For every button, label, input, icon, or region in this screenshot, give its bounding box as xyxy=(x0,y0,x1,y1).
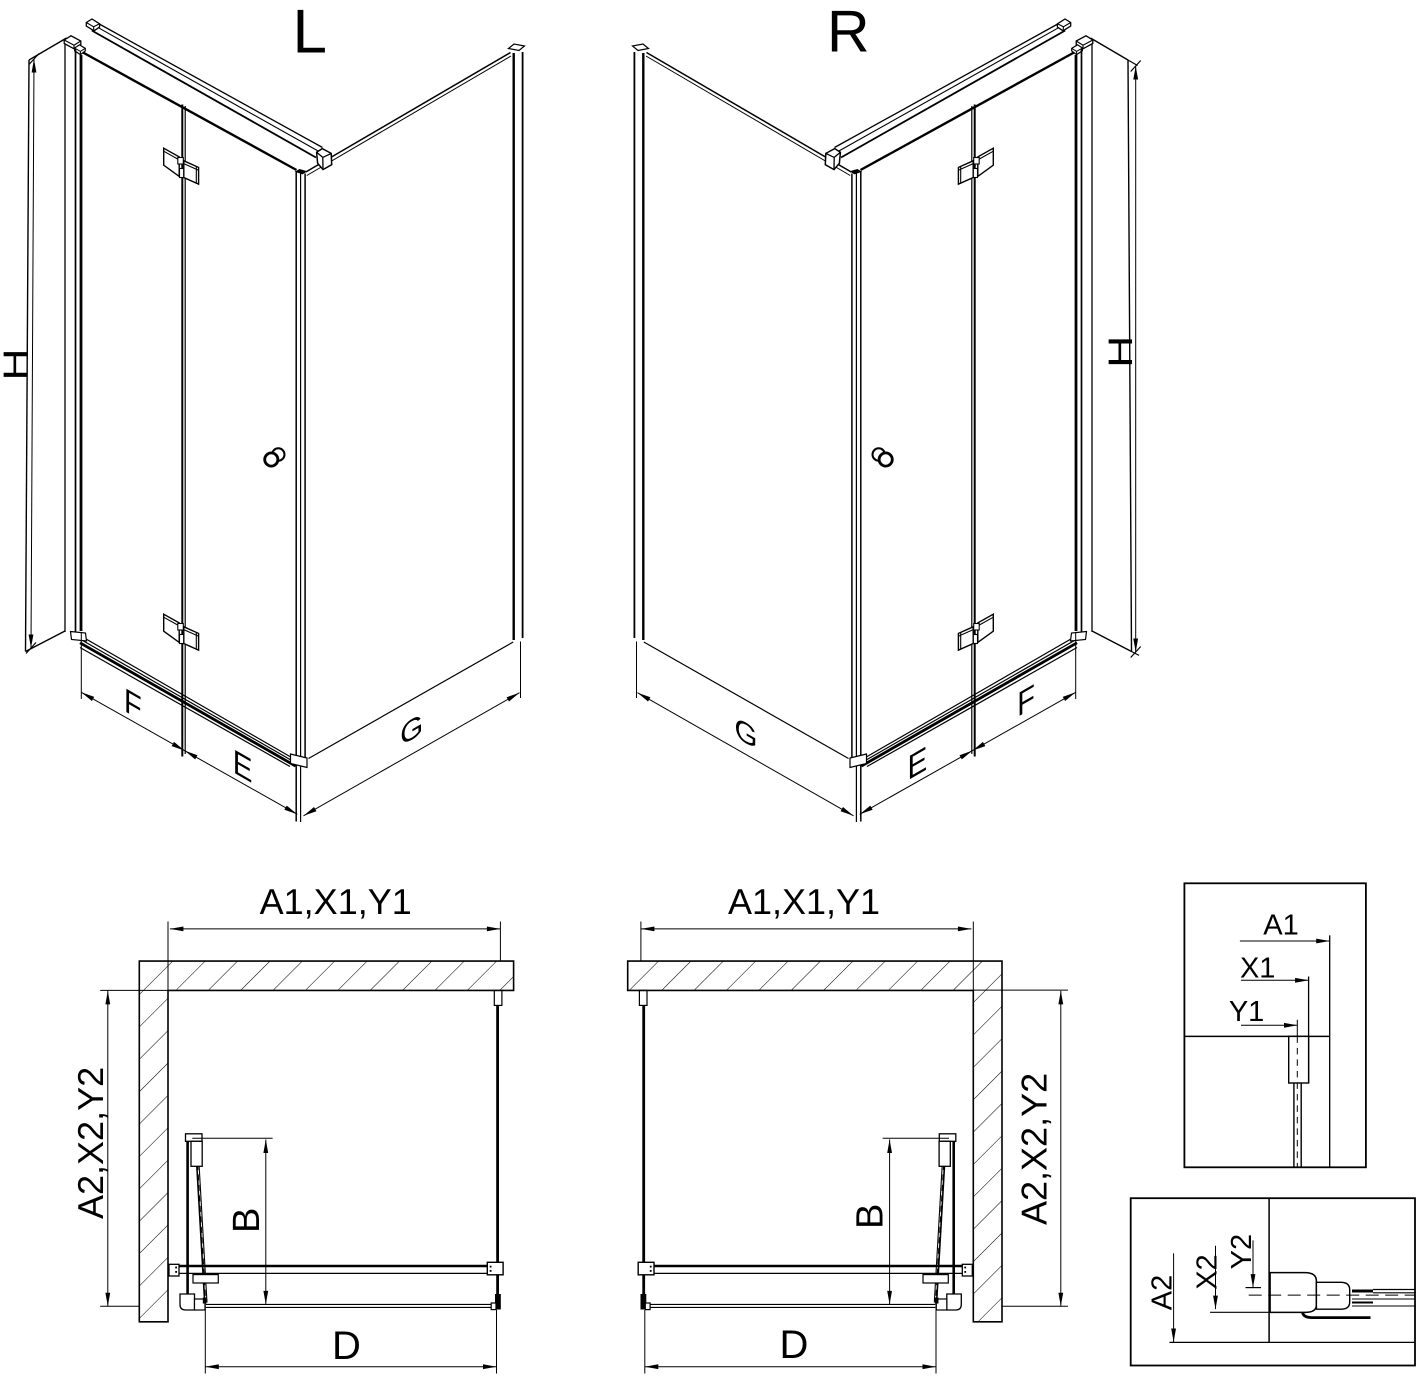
svg-text:D: D xyxy=(780,1323,809,1367)
svg-text:H: H xyxy=(1102,336,1140,368)
svg-text:E: E xyxy=(233,742,253,791)
svg-text:A2,X2,Y2: A2,X2,Y2 xyxy=(1014,1073,1055,1225)
svg-text:F: F xyxy=(124,681,142,729)
svg-text:A1,X1,Y1: A1,X1,Y1 xyxy=(728,881,880,922)
svg-text:D: D xyxy=(332,1324,361,1368)
svg-text:E: E xyxy=(908,739,928,788)
svg-text:Y1: Y1 xyxy=(1229,996,1264,1028)
svg-text:F: F xyxy=(1017,677,1035,725)
svg-text:A2,X2,Y2: A2,X2,Y2 xyxy=(70,1067,111,1219)
svg-text:H: H xyxy=(0,349,35,381)
svg-text:L: L xyxy=(293,0,327,67)
svg-text:B: B xyxy=(850,1204,892,1229)
svg-text:A1: A1 xyxy=(1263,909,1298,941)
svg-text:A2: A2 xyxy=(1147,1275,1179,1310)
svg-text:G: G xyxy=(735,711,758,757)
svg-text:A1,X1,Y1: A1,X1,Y1 xyxy=(260,881,412,922)
svg-text:X1: X1 xyxy=(1240,953,1275,985)
svg-text:X2: X2 xyxy=(1192,1254,1224,1289)
svg-text:R: R xyxy=(827,0,870,64)
svg-text:G: G xyxy=(400,707,423,753)
svg-text:Y2: Y2 xyxy=(1226,1234,1258,1269)
svg-text:B: B xyxy=(226,1208,268,1233)
